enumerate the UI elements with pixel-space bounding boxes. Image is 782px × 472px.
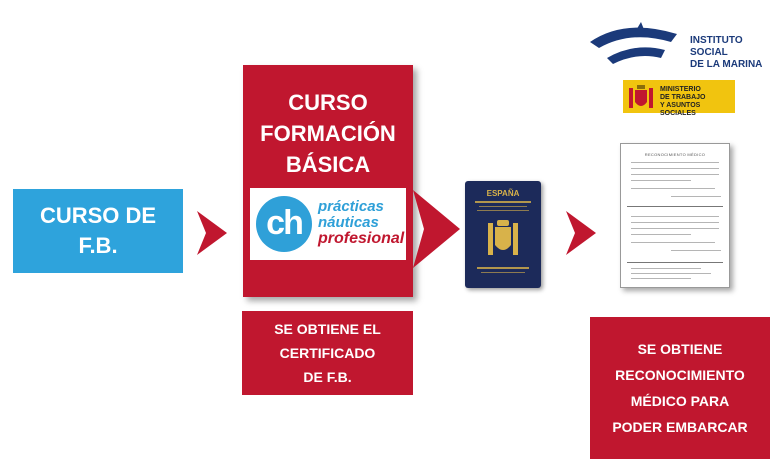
curso-fb-line-1: CURSO DE bbox=[39, 203, 157, 228]
passport-country: ESPAÑA bbox=[486, 189, 520, 198]
document-line bbox=[631, 188, 715, 189]
instituto-social-marina-logo bbox=[590, 22, 677, 64]
document-line bbox=[631, 268, 701, 269]
instituto-social-marina-name: INSTITUTO SOCIAL DE LA MARINA bbox=[690, 35, 782, 71]
curso-formacion-line-1: CURSO bbox=[288, 90, 368, 115]
arrow-right-icon bbox=[566, 211, 596, 255]
certificate-heading: RECONOCIMIENTO MÉDICO bbox=[644, 152, 706, 157]
document-line bbox=[631, 222, 719, 223]
coat-of-arms-icon bbox=[488, 220, 518, 255]
logo-text-line-2: náuticas bbox=[318, 214, 379, 231]
curso-formacion-title: CURSO FORMACIÓN BÁSICA bbox=[243, 87, 413, 180]
reconocimiento-line-1: SE OBTIENE bbox=[637, 341, 723, 357]
reconocimiento-line-2: RECONOCIMIENTO bbox=[615, 367, 745, 383]
curso-fb-box: CURSO DE F.B. bbox=[13, 189, 183, 273]
document-line bbox=[671, 250, 721, 251]
document-line bbox=[631, 162, 719, 163]
document-line bbox=[631, 242, 715, 243]
arrow-right-icon bbox=[197, 211, 227, 255]
medical-certificate-image: RECONOCIMIENTO MÉDICO bbox=[620, 143, 730, 288]
passport-line bbox=[477, 267, 529, 269]
certificado-box: SE OBTIENE EL CERTIFICADO DE F.B. bbox=[242, 311, 413, 395]
document-line bbox=[631, 278, 691, 279]
certificado-line-2: CERTIFICADO bbox=[279, 345, 376, 361]
document-divider bbox=[627, 262, 723, 263]
ministerio-trabajo-logo: MINISTERIO DE TRABAJO Y ASUNTOS SOCIALES bbox=[623, 80, 735, 117]
certificado-line-1: SE OBTIENE EL bbox=[274, 321, 381, 337]
document-line bbox=[631, 168, 719, 169]
certificado-line-3: DE F.B. bbox=[303, 369, 352, 385]
ministerio-text: MINISTERIO DE TRABAJO Y ASUNTOS SOCIALES bbox=[660, 86, 735, 118]
document-line bbox=[631, 234, 691, 235]
curso-fb-line-2: F.B. bbox=[78, 233, 118, 258]
passport-line bbox=[477, 210, 529, 211]
document-divider bbox=[627, 206, 723, 207]
curso-formacion-line-2: FORMACIÓN bbox=[260, 121, 396, 146]
ism-text-line-2: DE LA MARINA bbox=[690, 59, 763, 70]
logo-mark: ch bbox=[256, 196, 312, 252]
practicas-nauticas-logo: ch prácticas náuticas profesional bbox=[250, 188, 406, 260]
document-line bbox=[631, 216, 719, 217]
passport-line bbox=[475, 201, 531, 203]
reconocimiento-line-4: PODER EMBARCAR bbox=[612, 419, 748, 435]
document-line bbox=[631, 228, 719, 229]
ministerio-line-1: MINISTERIO bbox=[660, 86, 701, 93]
arrow-right-icon bbox=[413, 190, 460, 268]
reconocimiento-box: SE OBTIENE RECONOCIMIENTO MÉDICO PARA PO… bbox=[590, 317, 770, 459]
curso-formacion-box: CURSO FORMACIÓN BÁSICA ch prácticas náut… bbox=[243, 65, 413, 297]
passport-line bbox=[481, 272, 525, 273]
logo-text-line-1: prácticas bbox=[318, 198, 384, 215]
document-line bbox=[631, 273, 711, 274]
passport-line bbox=[479, 206, 527, 207]
document-line bbox=[671, 196, 721, 197]
ministerio-line-3: Y ASUNTOS SOCIALES bbox=[660, 102, 701, 117]
document-line bbox=[631, 174, 719, 175]
passport-image: ESPAÑA bbox=[465, 181, 541, 288]
curso-formacion-line-3: BÁSICA bbox=[285, 152, 371, 177]
reconocimiento-line-3: MÉDICO PARA bbox=[630, 393, 730, 409]
document-line bbox=[631, 180, 691, 181]
logo-text-line-3: profesional bbox=[318, 230, 405, 247]
coat-of-arms-icon bbox=[629, 85, 653, 108]
ministerio-line-2: DE TRABAJO bbox=[660, 94, 706, 101]
ism-text-line-1: INSTITUTO SOCIAL bbox=[690, 35, 743, 58]
